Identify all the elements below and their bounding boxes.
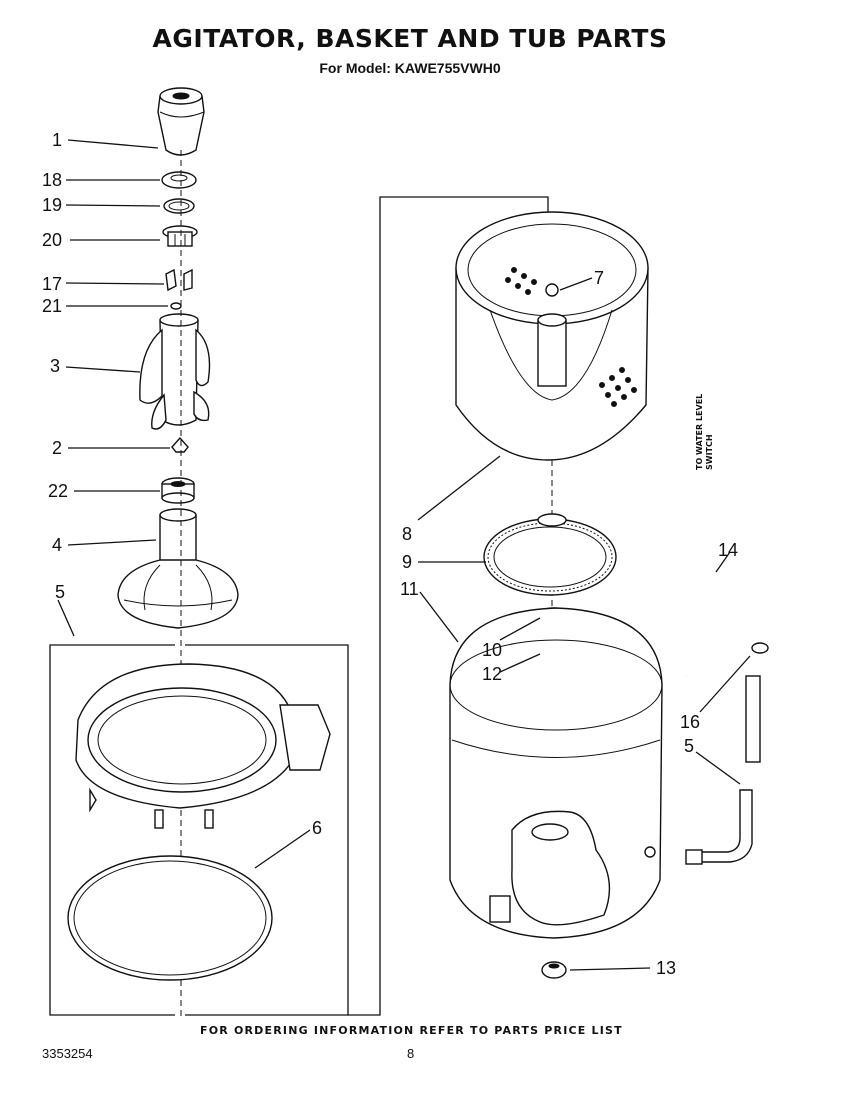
part-6-gasket <box>67 855 273 981</box>
page-title: AGITATOR, BASKET AND TUB PARTS <box>152 24 668 53</box>
callout-1: 1 <box>52 130 62 150</box>
part-5-tub-ring <box>75 663 331 829</box>
callout-16: 16 <box>680 712 700 732</box>
callout-5-right: 5 <box>684 736 694 756</box>
model-subtitle: For Model: KAWE755VWH0 <box>319 60 501 76</box>
callout-19: 19 <box>42 195 62 215</box>
callout-18: 18 <box>42 170 62 190</box>
page-number: 8 <box>407 1046 415 1061</box>
part-21-ring <box>170 302 182 310</box>
callout-3: 3 <box>50 356 60 376</box>
document-number: 3353254 <box>42 1046 93 1061</box>
callout-8: 8 <box>402 524 412 544</box>
part-4-agitator-base <box>117 508 239 629</box>
callout-12: 12 <box>482 664 502 684</box>
part-5-air-dome-hose <box>685 675 761 865</box>
part-1-agitator-cap <box>157 87 205 156</box>
part-basket <box>455 211 649 461</box>
callout-20: 20 <box>42 230 62 250</box>
part-18-cam <box>161 171 197 189</box>
part-20-dog-assembly <box>162 225 198 247</box>
callout-7: 7 <box>594 268 604 288</box>
part-17-dog <box>165 268 193 292</box>
part-11-outer-tub <box>449 607 663 939</box>
callout-14: 14 <box>718 540 738 560</box>
callout-21: 21 <box>42 296 62 316</box>
callout-9: 9 <box>402 552 412 572</box>
part-9-plate <box>483 513 617 596</box>
water-level-label-line2: SWITCH <box>705 434 714 470</box>
part-3-agitator <box>139 313 211 430</box>
part-5-tub-ring-box <box>49 644 349 1016</box>
part-7-nut <box>545 283 559 297</box>
leader-lines <box>57 139 751 971</box>
callout-11: 11 <box>400 579 419 599</box>
callout-13: 13 <box>656 958 676 978</box>
part-22-drive-bell <box>161 477 195 504</box>
callout-6: 6 <box>312 818 322 838</box>
part-14-pressure-hose <box>684 494 704 677</box>
part-13-foot <box>541 961 567 979</box>
callout-5-left: 5 <box>55 582 65 602</box>
water-level-label-line1: TO WATER LEVEL <box>695 394 704 470</box>
ordering-note: FOR ORDERING INFORMATION REFER TO PARTS … <box>200 1024 623 1037</box>
part-19-ring <box>163 198 195 214</box>
callout-17: 17 <box>42 274 62 294</box>
part-2-seal <box>171 436 189 453</box>
callout-22: 22 <box>48 481 68 501</box>
part-16-clamp <box>751 642 769 654</box>
callout-10: 10 <box>482 640 502 660</box>
callout-4: 4 <box>52 535 62 555</box>
callout-2: 2 <box>52 438 62 458</box>
